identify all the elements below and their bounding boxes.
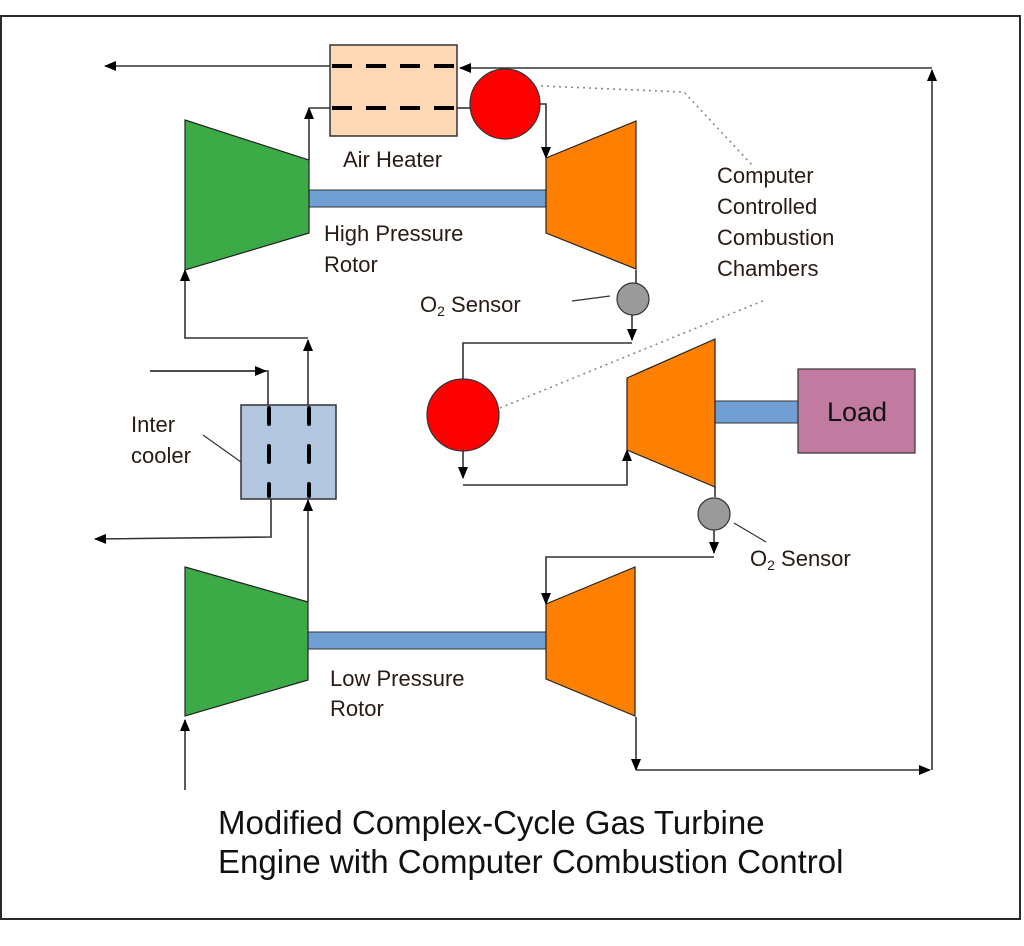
lp-rotor-label-line2: Rotor [330, 696, 384, 721]
air-heater-label: Air Heater [343, 147, 442, 172]
reheat-combustion-chamber [426, 378, 500, 452]
o2-sensor-upper-label: O2 Sensor [420, 292, 521, 319]
o2-sensor-upper [616, 282, 650, 316]
intercooler [240, 404, 337, 500]
hp-compressor [184, 119, 310, 271]
chambers-label-line1: Computer [717, 163, 814, 188]
o2-sensor-lower-label: O2 Sensor [750, 546, 851, 573]
intercooler-to-hp-line [180, 269, 308, 339]
hp-shaft [307, 189, 549, 208]
intercooler-label-line2: cooler [131, 443, 191, 468]
load-box [797, 368, 916, 454]
power-turbine [626, 338, 716, 488]
combustor-to-hp-turbine [540, 103, 551, 159]
air-heater [329, 44, 458, 137]
intercooler-label-line1: Inter [131, 412, 175, 437]
o2-sensor-upper-leader [571, 295, 611, 302]
chambers-label-line3: Combustion [717, 225, 834, 250]
diagram-frame [0, 15, 1021, 920]
lp-feed-line [541, 556, 714, 605]
hp-rotor-label-line1: High Pressure [324, 221, 463, 246]
reheat-to-power-turbine [463, 449, 632, 486]
reheat-feed-line [462, 342, 632, 382]
chambers-label-line4: Chambers [717, 256, 818, 281]
coolant-in-line [150, 370, 269, 405]
intercooler-leader [202, 434, 242, 463]
coolant-out-line [94, 498, 272, 544]
hp-rotor-label-line2: Rotor [324, 252, 378, 277]
o2-sensor-lower-leader [733, 522, 767, 543]
lp-turbine [545, 566, 636, 717]
diagram-title-line1: Modified Complex-Cycle Gas Turbine [218, 804, 765, 841]
lp-shaft [307, 631, 549, 650]
hp-combustion-chamber [469, 68, 541, 140]
load-label: Load [827, 397, 887, 427]
o2-sensor-lower [697, 497, 731, 531]
lp-compressor [184, 566, 309, 717]
hp-turbine [545, 120, 637, 270]
chambers-label-line2: Controlled [717, 194, 817, 219]
diagram-title-line2: Engine with Computer Combustion Control [218, 843, 843, 880]
lp-rotor-label-line1: Low Pressure [330, 666, 465, 691]
power-shaft [714, 400, 801, 424]
